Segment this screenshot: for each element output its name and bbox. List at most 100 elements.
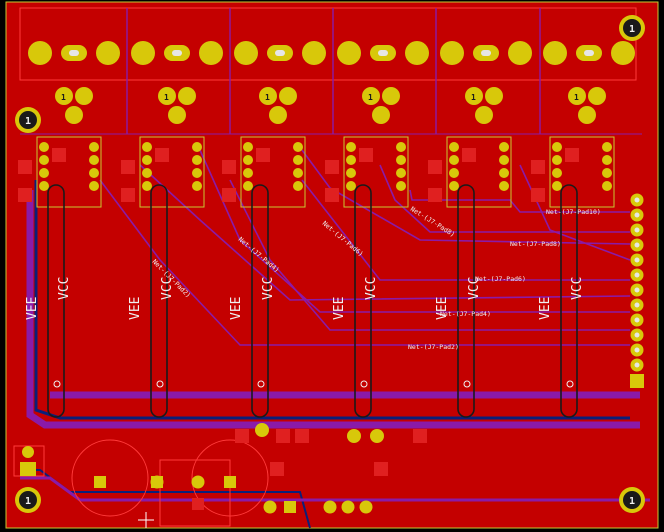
transistor-pad[interactable] [362, 87, 380, 105]
smd-pad[interactable] [270, 462, 284, 476]
via[interactable] [566, 380, 574, 388]
mount-hole-bottom-left[interactable]: 1 [15, 487, 41, 513]
transistor-pad[interactable] [259, 87, 277, 105]
ic-pad[interactable] [243, 181, 253, 191]
transistor-pad[interactable] [158, 87, 176, 105]
smd-pad[interactable] [295, 429, 309, 443]
smd-pad[interactable] [256, 148, 270, 162]
transistor-pad[interactable] [465, 87, 483, 105]
via[interactable] [360, 380, 368, 388]
ic-pad[interactable] [293, 155, 303, 165]
smd-pad[interactable] [428, 160, 442, 174]
ic-pad[interactable] [396, 142, 406, 152]
ic-pad[interactable] [396, 155, 406, 165]
round-pad[interactable] [255, 423, 269, 437]
ic-pad[interactable] [499, 155, 509, 165]
transistor-pad[interactable] [485, 87, 503, 105]
smd-pad[interactable] [428, 188, 442, 202]
smd-pad[interactable] [235, 429, 249, 443]
round-pad[interactable] [323, 500, 337, 514]
terminal-pad[interactable] [405, 41, 429, 65]
ic-pad[interactable] [142, 181, 152, 191]
via[interactable] [257, 380, 265, 388]
terminal-pad[interactable] [508, 41, 532, 65]
transistor-pad[interactable] [372, 106, 390, 124]
ic-pad[interactable] [346, 168, 356, 178]
transistor-footprint[interactable]: 1 [362, 87, 400, 124]
terminal-pad[interactable] [28, 41, 52, 65]
round-pad[interactable] [191, 475, 205, 489]
ic-pad[interactable] [89, 168, 99, 178]
transistor-pad[interactable] [178, 87, 196, 105]
ic-pad[interactable] [602, 181, 612, 191]
smd-pad[interactable] [413, 429, 427, 443]
ic-pad[interactable] [449, 168, 459, 178]
square-pad[interactable] [224, 476, 236, 488]
ic-pad[interactable] [142, 142, 152, 152]
smd-pad[interactable] [222, 160, 236, 174]
ic-pad[interactable] [499, 142, 509, 152]
ic-pad[interactable] [89, 181, 99, 191]
ic-pad[interactable] [346, 142, 356, 152]
transistor-footprint[interactable]: 1 [259, 87, 297, 124]
ic-pad[interactable] [552, 168, 562, 178]
smd-pad[interactable] [52, 148, 66, 162]
ic-pad[interactable] [39, 142, 49, 152]
terminal-pad[interactable] [234, 41, 258, 65]
ic-pad[interactable] [499, 168, 509, 178]
ic-pad[interactable] [552, 142, 562, 152]
terminal-pad[interactable] [337, 41, 361, 65]
ic-pad[interactable] [396, 181, 406, 191]
ic-pad[interactable] [39, 181, 49, 191]
ic-pad[interactable] [243, 142, 253, 152]
smd-pad[interactable] [121, 160, 135, 174]
transistor-pad[interactable] [382, 87, 400, 105]
ic-pad[interactable] [293, 168, 303, 178]
transistor-footprint[interactable]: 1 [158, 87, 196, 124]
smd-pad[interactable] [192, 498, 204, 510]
smd-pad[interactable] [276, 429, 290, 443]
ic-pad[interactable] [192, 155, 202, 165]
ic-pad[interactable] [39, 155, 49, 165]
ic-pad[interactable] [552, 181, 562, 191]
ic-pad[interactable] [192, 168, 202, 178]
transistor-footprint[interactable]: 1 [465, 87, 503, 124]
power-header-pad[interactable] [22, 446, 34, 458]
ic-pad[interactable] [243, 168, 253, 178]
power-header-pad[interactable] [20, 462, 36, 476]
mount-hole-top-left[interactable]: 1 [15, 107, 41, 133]
transistor-pad[interactable] [75, 87, 93, 105]
square-pad[interactable] [94, 476, 106, 488]
terminal-pad[interactable] [131, 41, 155, 65]
terminal-pad[interactable] [199, 41, 223, 65]
ic-pad[interactable] [89, 142, 99, 152]
ic-pad[interactable] [142, 155, 152, 165]
smd-pad[interactable] [359, 148, 373, 162]
smd-pad[interactable] [18, 160, 32, 174]
mount-hole-top-right[interactable]: 1 [619, 15, 645, 41]
transistor-pad[interactable] [168, 106, 186, 124]
ic-pad[interactable] [552, 155, 562, 165]
header-pin-1[interactable] [630, 374, 644, 388]
via[interactable] [463, 380, 471, 388]
transistor-pad[interactable] [279, 87, 297, 105]
square-pad[interactable] [284, 501, 296, 513]
ic-pad[interactable] [449, 181, 459, 191]
terminal-pad[interactable] [440, 41, 464, 65]
smd-pad[interactable] [222, 188, 236, 202]
terminal-pad[interactable] [96, 41, 120, 65]
round-pad[interactable] [150, 475, 164, 489]
ic-pad[interactable] [449, 155, 459, 165]
ic-pad[interactable] [192, 181, 202, 191]
smd-pad[interactable] [325, 188, 339, 202]
ic-pad[interactable] [39, 168, 49, 178]
smd-pad[interactable] [531, 188, 545, 202]
transistor-pad[interactable] [568, 87, 586, 105]
smd-pad[interactable] [18, 188, 32, 202]
transistor-pad[interactable] [269, 106, 287, 124]
terminal-pad[interactable] [302, 41, 326, 65]
round-pad[interactable] [341, 500, 355, 514]
ic-pad[interactable] [192, 142, 202, 152]
